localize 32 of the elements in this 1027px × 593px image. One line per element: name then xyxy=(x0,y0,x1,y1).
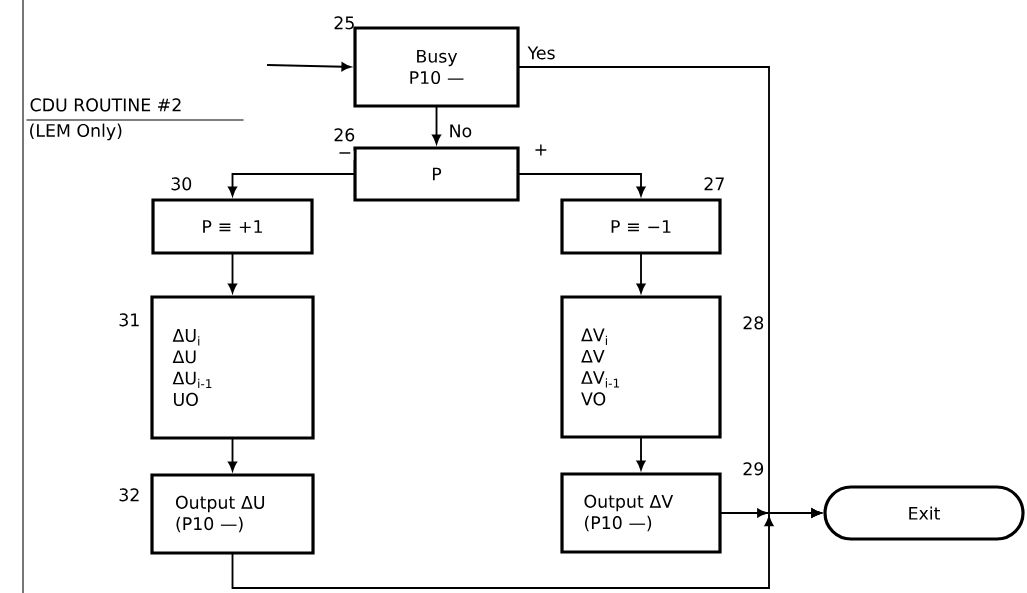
edge-label: − xyxy=(336,150,354,160)
connector xyxy=(228,438,237,472)
connector xyxy=(720,508,822,518)
step-number: 26 xyxy=(334,128,355,142)
step-number: 30 xyxy=(171,177,192,191)
process-box: ΔV$_{i}$ ΔV ΔV$_{i-1}$ VO xyxy=(560,295,722,439)
step-number: 29 xyxy=(743,462,764,476)
title: CDU ROUTINE #2 xyxy=(30,98,181,112)
process-box: P xyxy=(353,146,520,202)
connector xyxy=(636,437,646,471)
connector xyxy=(518,173,646,197)
connector xyxy=(636,253,646,294)
edge-label: Yes xyxy=(526,45,557,61)
process-box: P ≡ +1 xyxy=(151,198,314,255)
step-number: 32 xyxy=(119,488,139,502)
connector xyxy=(432,106,441,145)
process-box: ΔU$_{i}$ ΔU ΔU$_{i-1}$ UO xyxy=(150,295,315,440)
process-box: Output ΔV (P10 —) xyxy=(560,472,722,554)
edge-label: + xyxy=(532,143,550,157)
process-box: Output ΔU (P10 —) xyxy=(150,473,315,555)
step-number: 27 xyxy=(704,177,724,191)
subtitle: (LEM Only) xyxy=(30,123,122,141)
connector xyxy=(228,173,355,197)
step-number: 28 xyxy=(743,316,764,330)
connector xyxy=(267,62,352,72)
step-number: 25 xyxy=(334,16,354,30)
connector xyxy=(228,253,237,294)
terminal-box: Exit xyxy=(823,485,1025,541)
edge-label: No xyxy=(447,123,474,139)
process-box: P ≡ −1 xyxy=(560,198,722,255)
process-box: Busy P10 — xyxy=(353,26,520,108)
step-number: 31 xyxy=(119,313,139,327)
